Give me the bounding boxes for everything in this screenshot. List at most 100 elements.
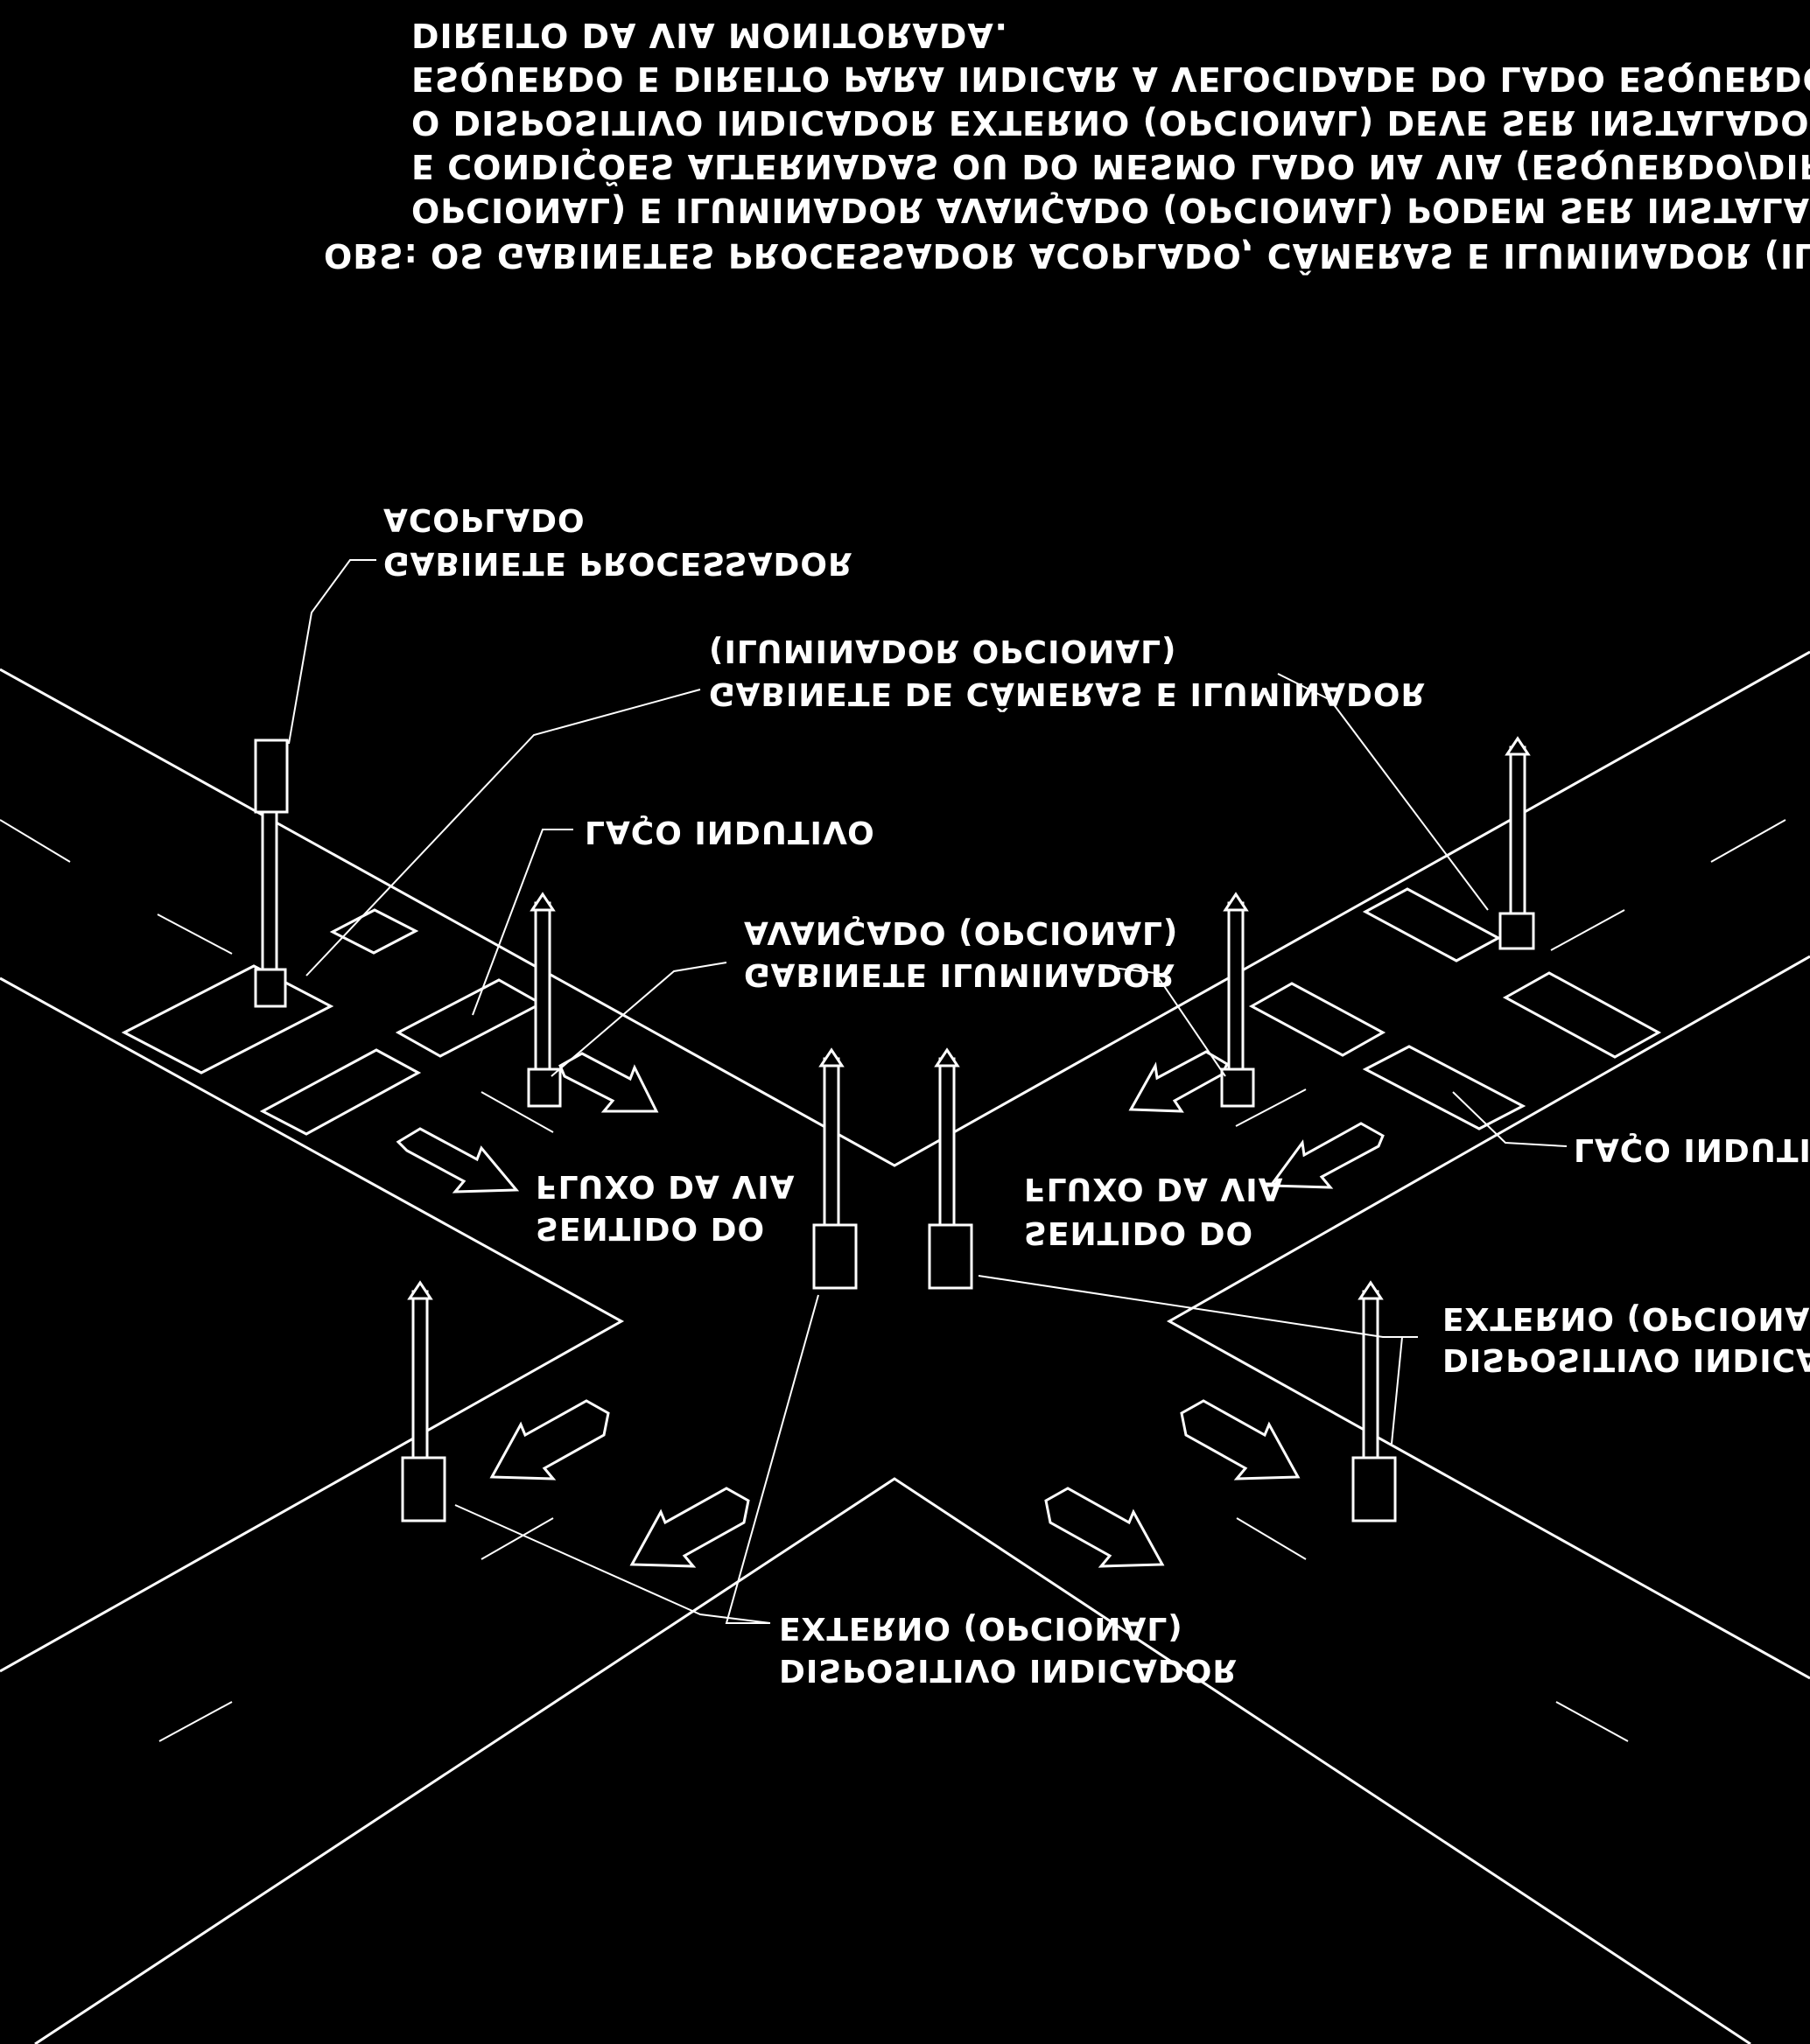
pole-top-arrow [1505,736,1531,756]
note-line-4: O DISPOSITIVO INDICADOR EXTERNO (OPCIONA… [411,103,1810,142]
label-gabinete-processador-2: ACOPLADO [383,501,586,537]
label-gabinete-iluminador-1: GABINETE ILUMINADOR [744,956,1175,992]
external-indicator [928,1223,973,1290]
camera-cabinet [1498,912,1535,950]
pole-illuminator-right [1220,892,1255,1108]
external-indicator [812,1223,858,1290]
external-indicator [401,1456,446,1522]
inductive-loop [1362,887,1502,962]
inductive-loop [1502,971,1662,1059]
pole [823,1057,840,1236]
flow-arrow [489,1399,610,1480]
road-edge-lower-left [0,976,625,1673]
pole-top-arrow [1223,892,1249,912]
leader-line [551,962,727,1077]
inductive-loop [259,1048,422,1136]
pole-top-arrow [407,1280,433,1300]
inductive-loops [121,887,1662,1136]
flow-arrow [558,1052,659,1113]
pole-center-right [928,1047,973,1290]
leader-line [472,829,573,1016]
processor-cabinet [254,738,289,814]
pole-illuminator-left [527,892,562,1108]
pole-top-arrow [530,892,556,912]
label-dispositivo-bottom-1: DISPOSITIVO INDICADOR [779,1652,1238,1688]
note-line-1: OBS: OS GABINETES PROCESSADOR ACOPLADO, … [324,236,1810,275]
pole-top-arrow [1358,1280,1384,1300]
pole [534,901,551,1080]
flow-arrow [1180,1399,1301,1480]
road-edge-lower-right [1166,955,1810,1680]
inductive-loop [329,908,419,955]
pole-center-left [812,1047,858,1290]
leader-line [725,1294,819,1624]
pole-processor [254,738,289,1008]
note-line-3: E CONDIÇÕES ALTERNADAS OU DO MESMO LADO … [411,147,1810,186]
inductive-loop [121,964,334,1074]
leader-line [1277,673,1489,911]
leader-line [288,559,376,745]
note-line-6: DIREITO DA VIA MONITORADA. [411,16,1008,54]
external-indicator [1351,1456,1397,1522]
pole-lower-right [1351,1280,1397,1522]
lane-dash [1236,1517,1307,1560]
label-dispositivo-bottom-2: EXTERNO (OPCIONAL) [779,1610,1183,1646]
pole [1362,1290,1379,1468]
camera-cabinet [254,968,287,1008]
labels: OBS: OS GABINETES PROCESSADOR ACOPLADO, … [324,16,1810,1688]
leader-line [305,689,701,976]
inductive-loop [1248,982,1386,1057]
pole-top-arrow [818,1047,845,1068]
label-laco-indutivo-right: LAÇO INDUTIVO [1574,1131,1810,1167]
flow-arrow [1044,1487,1165,1568]
label-sentido-right-1: SENTIDO DO [1024,1214,1253,1250]
pole-camera-right [1498,736,1535,950]
pole [411,1290,429,1468]
pole-lower-left [401,1280,446,1522]
inductive-loop [395,978,544,1058]
leader-line [1452,1091,1568,1147]
lane-dash [481,1091,554,1133]
flow-arrow [396,1127,520,1194]
lane-dashes [0,819,1786,1742]
inductive-loop [1362,1045,1526,1130]
lane-dash [481,1517,554,1560]
pole [261,796,278,975]
lane-dash [157,914,233,955]
lane-dash [1710,819,1786,863]
illuminator-cabinet [1220,1068,1255,1108]
pole [1509,746,1526,924]
label-sentido-left-1: SENTIDO DO [536,1210,765,1246]
label-dispositivo-right-2: EXTERNO (OPCIONAL) [1442,1300,1810,1336]
flow-arrows [396,1050,1385,1568]
label-dispositivo-right-1: DISPOSITIVO INDICADOR [1442,1341,1810,1377]
leader-lines [288,559,1568,1624]
flow-arrow [1128,1050,1229,1113]
flow-arrow [629,1487,750,1568]
pole [938,1057,956,1236]
lane-dash [0,819,71,863]
leader-line [1391,1336,1418,1445]
label-gabinete-cameras-2: (ILUMINADOR OPCIONAL) [709,633,1176,668]
lane-dash [1550,909,1625,951]
lane-dash [158,1701,233,1742]
road-edge-upper-left [0,650,1810,1167]
road-edges [0,650,1810,2044]
pole-top-arrow [934,1047,960,1068]
leader-line [978,1275,1418,1338]
label-sentido-left-2: FLUXO DA VIA [536,1168,795,1204]
label-gabinete-iluminador-2: AVANÇADO (OPCIONAL) [744,914,1178,950]
lane-dash [1555,1701,1629,1742]
label-sentido-right-2: FLUXO DA VIA [1024,1171,1283,1207]
equipment [254,736,1535,1522]
note-line-2: OPCIONAL) E ILUMINADOR AVANÇADO (OPCIONA… [411,191,1810,229]
leader-line [1098,965,1226,1077]
flow-arrow [1268,1122,1385,1189]
note-line-5: ESQUERDO E DIREITO PARA INDICAR A VELOCI… [411,60,1810,98]
lane-dash [1235,1088,1307,1127]
pole [1227,901,1245,1080]
illuminator-cabinet [527,1068,562,1108]
road-edge-bottom [34,1477,1751,2044]
label-gabinete-cameras-1: GABINETE DE CÂMERAS E ILUMINADOR [709,676,1426,712]
